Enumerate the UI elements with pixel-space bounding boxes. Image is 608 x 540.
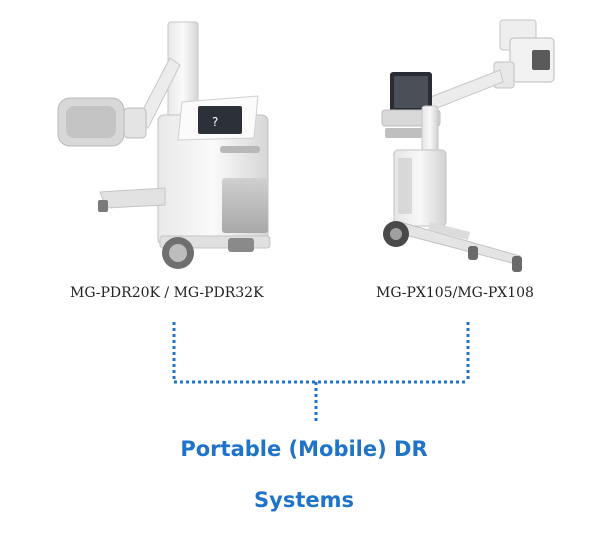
mobile-dr-cart-illustration: ? bbox=[57, 21, 271, 269]
product-image-right bbox=[360, 10, 560, 280]
connector-path bbox=[172, 322, 470, 424]
systems-title-line-1: Portable (Mobile) DR bbox=[180, 437, 428, 461]
systems-title-line-2: Systems bbox=[254, 488, 354, 512]
model-label-left: MG-PDR20K / MG-PDR32K bbox=[70, 285, 264, 301]
model-label-right: MG-PX105/MG-PX108 bbox=[376, 285, 534, 301]
svg-text:?: ? bbox=[212, 115, 218, 129]
mobile-xray-unit-illustration bbox=[381, 19, 555, 272]
product-image-left: ? bbox=[40, 10, 290, 275]
